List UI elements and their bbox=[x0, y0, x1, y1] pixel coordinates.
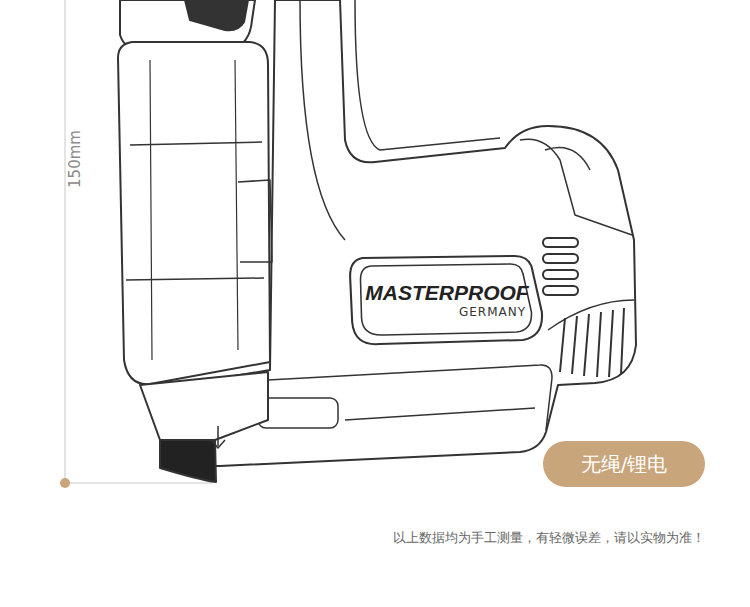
dimension-dot bbox=[60, 478, 70, 488]
dimension-line bbox=[65, 483, 212, 484]
footnote: 以上数据均为手工测量，有轻微误差，请以实物为准！ bbox=[393, 529, 705, 547]
brand-origin: GERMANY bbox=[459, 305, 526, 319]
brand-name: MASTERPROOF bbox=[365, 281, 528, 305]
brand-badge: MASTERPROOFGERMANY bbox=[348, 252, 546, 348]
dimension-line bbox=[65, 0, 66, 483]
dimension-value: 150mm bbox=[66, 127, 84, 191]
feature-label: 无绳/锂电 bbox=[581, 451, 668, 478]
stapler-body bbox=[118, 0, 636, 482]
feature-pill: 无绳/锂电 bbox=[543, 441, 705, 487]
